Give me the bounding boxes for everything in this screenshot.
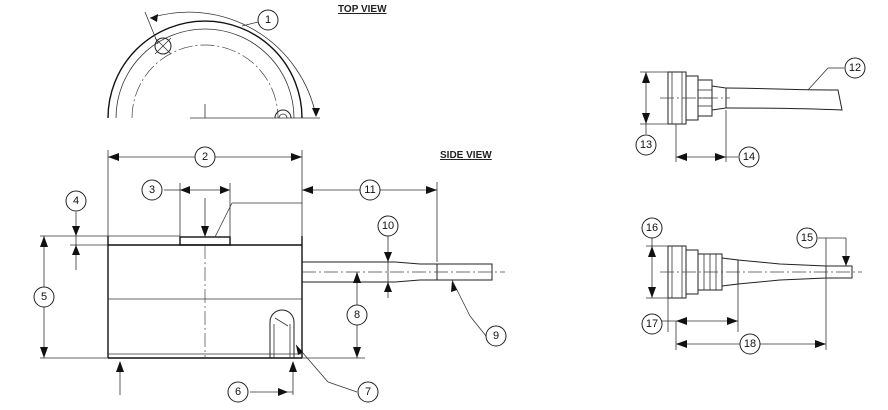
balloon-11 bbox=[359, 179, 381, 201]
balloon-2 bbox=[194, 146, 216, 168]
balloon-3 bbox=[141, 179, 163, 201]
dim-10-arrow-bottom bbox=[384, 282, 392, 292]
balloon-11-label: 11 bbox=[364, 184, 375, 196]
dim-18-arrow-right bbox=[815, 340, 826, 348]
top-view-bolt-circle bbox=[131, 44, 279, 119]
dim-9-leader-2 bbox=[469, 315, 487, 337]
balloon-8-label: 8 bbox=[354, 309, 360, 321]
dim-10-arrow-top bbox=[384, 252, 392, 262]
top-view-inner-arc bbox=[115, 28, 295, 119]
bottom-arrow-left bbox=[116, 361, 124, 372]
top-view-side-hole bbox=[274, 109, 292, 119]
balloon-2-label: 2 bbox=[202, 151, 208, 163]
dim-5-arrow-bottom bbox=[40, 347, 48, 358]
load-arrow bbox=[201, 226, 209, 237]
top-view-angle-arrow-2 bbox=[150, 14, 158, 22]
balloon-18-label: 18 bbox=[744, 338, 756, 350]
balloon-9 bbox=[485, 325, 507, 347]
balloon-16-label: 16 bbox=[646, 222, 658, 234]
balloon-9-label: 9 bbox=[493, 330, 499, 342]
bottom-arrow-right bbox=[289, 361, 297, 372]
dim-14-arrow-left bbox=[676, 153, 687, 161]
dim-3-arrow-left bbox=[180, 186, 190, 194]
dim-16-arrow-top bbox=[648, 246, 656, 257]
balloon-18 bbox=[739, 333, 761, 355]
dim-13-arrow-top bbox=[642, 72, 650, 83]
dim-18-arrow-left bbox=[676, 340, 687, 348]
balloon-13 bbox=[635, 134, 657, 156]
balloon-14 bbox=[738, 146, 760, 168]
dim-2-arrow-left bbox=[108, 153, 119, 161]
balloon-6-label: 6 bbox=[235, 386, 241, 398]
dim-17-arrow-left bbox=[676, 317, 687, 325]
balloon-17 bbox=[641, 313, 663, 335]
balloon-7 bbox=[357, 381, 379, 403]
dim-9-leader bbox=[451, 279, 471, 317]
top-view-label: TOP VIEW bbox=[338, 4, 387, 15]
balloon-10 bbox=[377, 215, 399, 237]
top-view-angle-leader bbox=[144, 11, 159, 45]
dim-3-arrow-right bbox=[220, 186, 230, 194]
balloon-10-label: 10 bbox=[382, 220, 394, 232]
side-view: SIDE VIEW 2 bbox=[33, 146, 507, 403]
balloon-8 bbox=[346, 304, 368, 326]
balloon-12 bbox=[844, 57, 866, 79]
balloon-1 bbox=[257, 9, 279, 31]
balloon-15 bbox=[796, 227, 818, 249]
balloon-14-label: 14 bbox=[743, 151, 755, 163]
connector-detail-b: 15 16 17 18 bbox=[641, 217, 862, 355]
dim-2-arrow-right bbox=[291, 153, 302, 161]
balloon-5 bbox=[33, 286, 55, 308]
dim-9-arrow bbox=[451, 281, 457, 292]
balloon-7-label: 7 bbox=[365, 386, 371, 398]
balloon-16 bbox=[641, 217, 663, 239]
balloon-4 bbox=[65, 190, 87, 212]
top-view-angle-arrow bbox=[312, 108, 320, 117]
balloon-1-label: 1 bbox=[265, 14, 271, 26]
balloon-4-label: 4 bbox=[73, 195, 79, 207]
dim-8-arrow-bottom bbox=[353, 347, 361, 358]
balloon-3-label: 3 bbox=[149, 184, 155, 196]
top-view-angle-dim bbox=[149, 11, 317, 117]
dim-13-arrow-bottom bbox=[642, 113, 650, 124]
balloon-12-label: 12 bbox=[849, 62, 861, 74]
top-view-bolt-hole bbox=[154, 37, 172, 55]
dim-15-arrow bbox=[842, 256, 850, 266]
top-view: TOP VIEW 1 bbox=[107, 4, 387, 119]
balloon-6 bbox=[227, 381, 249, 403]
side-view-label: SIDE VIEW bbox=[440, 150, 492, 161]
dim-11-arrow-right bbox=[426, 186, 437, 194]
balloon-13-label: 13 bbox=[640, 139, 652, 151]
load-button-leader bbox=[214, 202, 233, 238]
dim-12-leader bbox=[807, 67, 829, 91]
dim-7-arrow bbox=[296, 345, 303, 355]
dim-4-arrow-top bbox=[72, 226, 80, 236]
balloon-17-label: 17 bbox=[646, 318, 658, 330]
dim-5-arrow-top bbox=[40, 236, 48, 247]
balloon-15-label: 15 bbox=[801, 232, 813, 244]
dim-4-arrow-bottom bbox=[72, 245, 80, 255]
top-view-bolt-hole-cross-2 bbox=[154, 37, 172, 55]
load-button bbox=[179, 236, 231, 246]
dim-7-leader-2 bbox=[327, 381, 358, 393]
connector-detail-a: 12 13 14 bbox=[635, 57, 866, 168]
dim-8-arrow-top bbox=[353, 272, 361, 283]
top-view-outer-arc bbox=[107, 20, 303, 119]
top-view-side-hole-inner bbox=[278, 113, 288, 119]
mounting-hole bbox=[269, 309, 295, 358]
dim-16-arrow-bottom bbox=[648, 287, 656, 298]
mounting-hole-tip bbox=[274, 317, 289, 327]
balloon-1-leader bbox=[241, 21, 259, 27]
dim-11-arrow-left bbox=[302, 186, 313, 194]
connector-a-cable bbox=[725, 87, 843, 111]
balloon-5-label: 5 bbox=[41, 291, 47, 303]
dim-6-arrow bbox=[278, 388, 288, 396]
dim-17-arrow-right bbox=[727, 317, 738, 325]
dim-14-arrow-right bbox=[715, 153, 726, 161]
